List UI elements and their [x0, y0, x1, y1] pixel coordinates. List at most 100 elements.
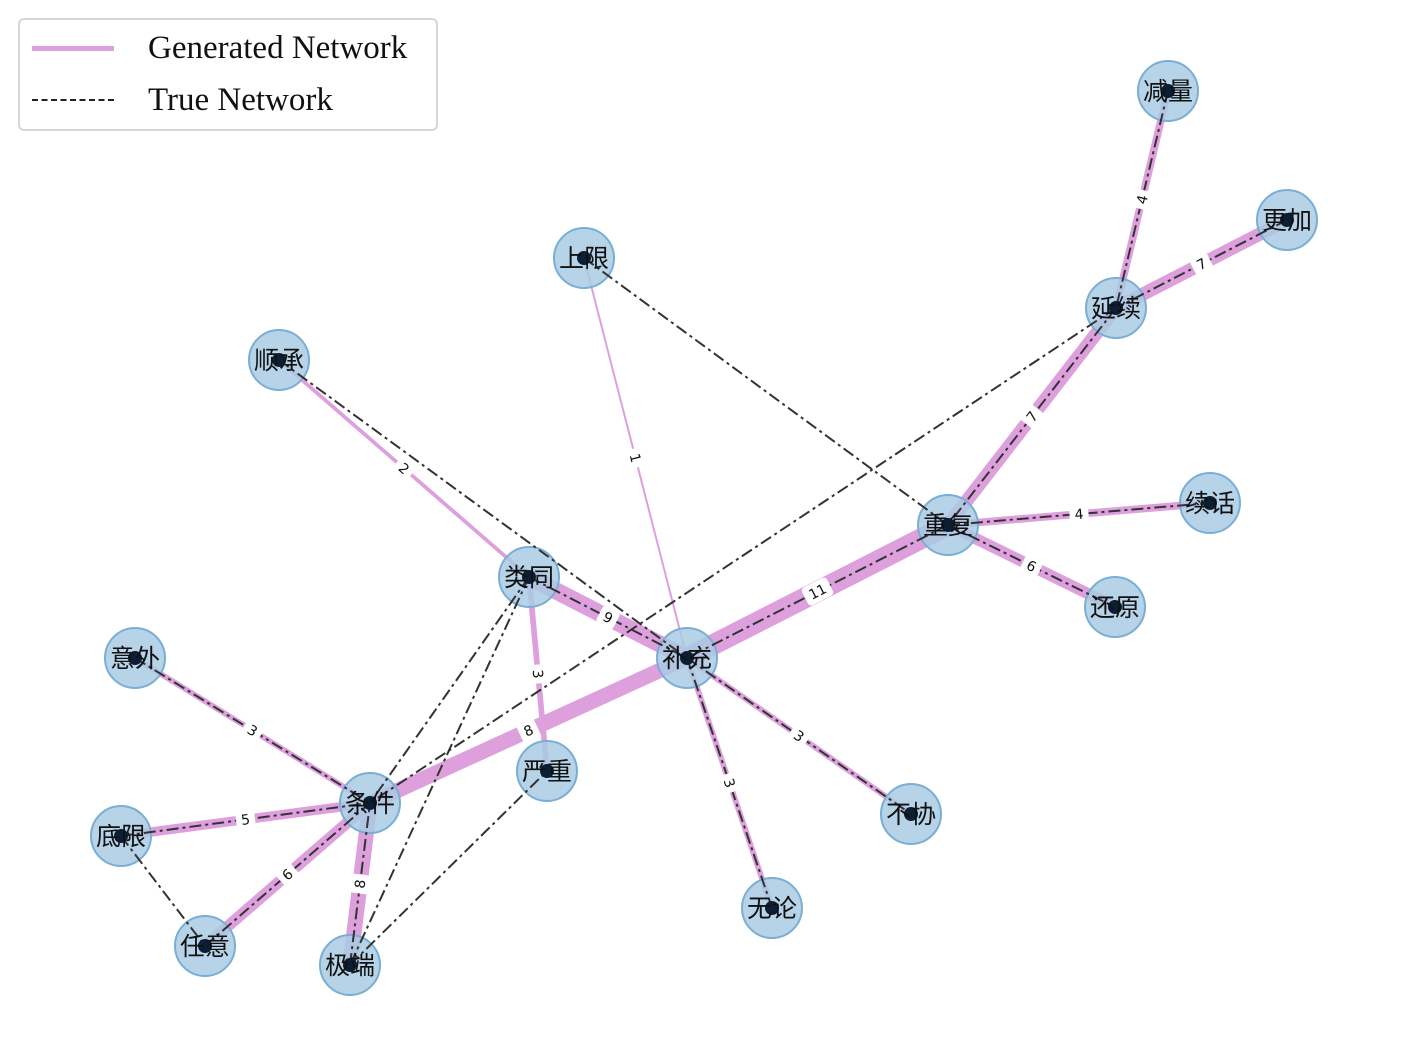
node-label-还原: 还原 [1090, 593, 1140, 622]
edge-weight-text: 11 [806, 581, 829, 603]
legend: Generated Network True Network [18, 18, 438, 131]
node-dot-无论 [765, 901, 779, 915]
node-label-更加: 更加 [1262, 206, 1312, 235]
node-dot-补充 [680, 651, 694, 665]
node-label-补充: 补充 [662, 644, 712, 673]
true-edge-减量-延续 [1115, 90, 1169, 309]
true-edge-延续-条件 [369, 307, 1117, 804]
edge-weight-底限-条件: 5 [235, 808, 256, 831]
true-edge-类同-极端 [349, 576, 530, 966]
true-edge-底限-任意 [120, 835, 206, 947]
edge-weight-类同-严重: 3 [527, 663, 549, 685]
node-label-条件: 条件 [345, 789, 395, 818]
node-dot-不协 [904, 807, 918, 821]
edge-weight-补充-条件: 8 [517, 718, 540, 743]
edge-weight-box [801, 577, 834, 606]
edge-weight-减量-延续: 4 [1130, 188, 1154, 211]
generated-edges-layer [120, 90, 1291, 966]
legend-generated-label: Generated Network [148, 29, 408, 66]
edge-weight-任意-条件: 6 [275, 862, 300, 887]
edge-weight-意外-条件: 3 [240, 718, 265, 743]
edge-weight-补充-无论: 3 [718, 771, 741, 795]
edge-weight-补充-不协: 3 [787, 723, 811, 749]
edge-weight-text: 1 [626, 452, 644, 465]
true-edge-顺承-补充 [278, 359, 688, 659]
edge-weight-text: 3 [529, 669, 546, 679]
nodes-layer [90, 60, 1318, 996]
node-label-意外: 意外 [110, 644, 160, 673]
node-dot-续话 [1203, 496, 1217, 510]
node-label-顺承: 顺承 [254, 346, 304, 375]
node-labels-layer: 减量更加上限延续顺承续话重复类同还原意外补充严重不协条件底限无论任意极端 [96, 77, 1312, 980]
edge-weight-顺承-类同: 2 [391, 456, 417, 481]
edge-weight-text: 8 [353, 879, 370, 890]
edge-weight-box [517, 718, 540, 743]
node-dot-更加 [1280, 213, 1294, 227]
true-edge-类同-补充 [528, 576, 688, 659]
node-label-严重: 严重 [522, 757, 572, 786]
edge-weight-box [235, 808, 256, 831]
edge-weight-box [624, 447, 647, 469]
node-label-续话: 续话 [1185, 489, 1235, 518]
node-dot-任意 [198, 939, 212, 953]
legend-generated-swatch [32, 45, 114, 51]
edge-weight-text: 4 [1074, 507, 1084, 524]
node-label-不协: 不协 [886, 800, 936, 829]
edge-weight-text: 4 [1134, 193, 1152, 205]
edge-weight-box [596, 605, 620, 630]
edge-weight-box [349, 873, 371, 895]
edge-weight-box [1189, 252, 1214, 276]
node-dot-还原 [1108, 600, 1122, 614]
legend-item-true: True Network [20, 80, 333, 120]
node-label-类同: 类同 [504, 563, 554, 592]
edge-weight-box [527, 663, 549, 685]
edge-weight-box [391, 456, 417, 481]
node-label-延续: 延续 [1091, 294, 1141, 323]
node-dot-意外 [128, 651, 142, 665]
edge-weight-box [275, 862, 300, 887]
node-dot-极端 [343, 958, 357, 972]
edge-weight-box [1019, 554, 1044, 578]
edge-weight-box [240, 718, 265, 743]
node-dot-延续 [1109, 301, 1123, 315]
node-dot-条件 [363, 796, 377, 810]
node-dot-减量 [1161, 84, 1175, 98]
node-dot-底限 [114, 829, 128, 843]
node-label-底限: 底限 [96, 822, 146, 851]
true-edges-layer [120, 90, 1288, 966]
node-dot-重复 [941, 518, 955, 532]
edge-weight-延续-重复: 7 [1019, 404, 1045, 429]
edge-weight-box [1019, 404, 1045, 429]
legend-true-swatch [32, 99, 114, 101]
edge-weight-box [1069, 503, 1089, 525]
node-label-任意: 任意 [180, 932, 230, 961]
node-dot-严重 [540, 764, 554, 778]
node-label-上限: 上限 [559, 244, 609, 273]
node-dot-类同 [522, 570, 536, 584]
edge-weight-重复-补充: 11 [801, 577, 834, 606]
edge-weight-极端-条件: 8 [349, 873, 371, 895]
node-dot-顺承 [272, 353, 286, 367]
true-edge-极端-条件 [349, 802, 371, 966]
true-edge-类同-条件 [369, 576, 530, 804]
true-edge-极端-严重 [349, 770, 548, 966]
node-label-无论: 无论 [747, 894, 797, 923]
edge-weight-重复-续话: 4 [1069, 503, 1089, 525]
node-label-极端: 极端 [325, 951, 375, 980]
edge-weight-重复-还原: 6 [1019, 554, 1044, 578]
legend-item-generated: Generated Network [20, 28, 407, 68]
node-dots-layer [114, 84, 1294, 972]
legend-true-label: True Network [148, 81, 333, 118]
edge-weight-上限-补充: 1 [624, 447, 647, 469]
node-label-减量: 减量 [1143, 77, 1193, 106]
node-dot-上限 [577, 251, 591, 265]
edge-weight-box [787, 723, 811, 749]
edge-weight-类同-补充: 9 [596, 605, 620, 630]
edge-weight-box [718, 771, 741, 795]
edge-weight-text: 5 [240, 812, 251, 829]
true-edge-上限-重复 [583, 257, 949, 526]
edge-weight-box [1130, 188, 1154, 211]
edge-weight-更加-延续: 7 [1189, 252, 1214, 276]
